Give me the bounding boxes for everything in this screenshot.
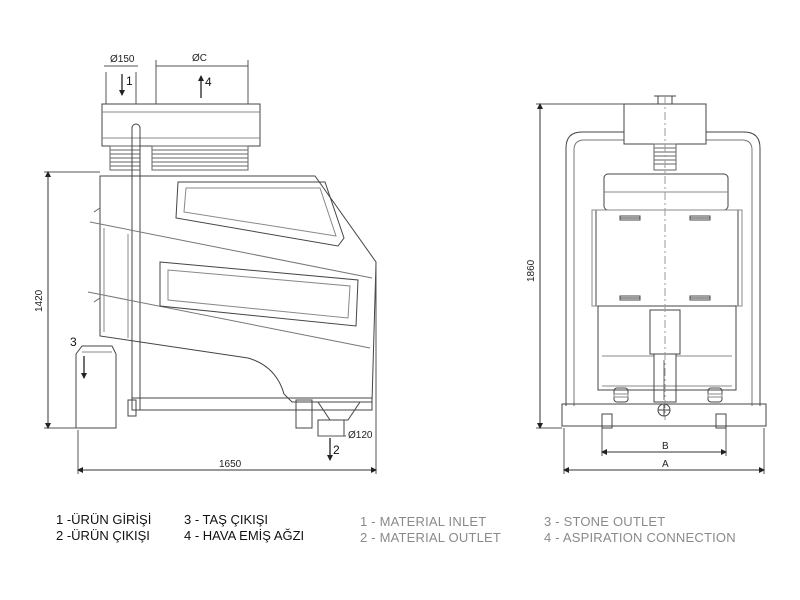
- legend-item: 4 - HAVA EMİŞ AĞZI: [184, 528, 305, 543]
- flow-arrows-side: [81, 74, 333, 461]
- dim-b-label: B: [662, 441, 669, 452]
- bellows-left: [109, 145, 141, 171]
- callout-1: 1: [126, 74, 133, 88]
- lower-body: [597, 305, 737, 391]
- callout-3: 3: [70, 335, 77, 349]
- dim-inlet-diameter: Ø150: [110, 54, 135, 65]
- window-upper: [175, 181, 345, 247]
- dim-height-label: 1420: [34, 289, 45, 312]
- legend-tr-col-2: 3 - TAŞ ÇIKIŞI 4 - HAVA EMİŞ AĞZI: [184, 512, 304, 544]
- material-outlet-pipe: [317, 419, 345, 437]
- callout-4: 4: [205, 75, 212, 89]
- window-lower: [159, 261, 359, 327]
- dim-front-height-label: 1860: [526, 259, 537, 282]
- legend-item: 2 -ÜRÜN ÇIKIŞI: [56, 528, 150, 543]
- machine-body: [99, 175, 377, 403]
- top-inlet-block: [101, 103, 261, 147]
- legend-item: 2 - MATERIAL OUTLET: [360, 530, 502, 545]
- dim-a-label: A: [662, 459, 669, 470]
- legend-item: 4 - ASPIRATION CONNECTION: [544, 530, 736, 545]
- outer-frame: [565, 131, 761, 406]
- legend-tr-col-1: 1 -ÜRÜN GİRİŞİ 2 -ÜRÜN ÇIKIŞI: [56, 512, 151, 544]
- bellows-right: [151, 145, 249, 171]
- dim-aspiration-diameter: ØC: [192, 53, 207, 64]
- front-body: [595, 209, 739, 307]
- inlet-pipe: [131, 123, 141, 410]
- legend-item: 1 -ÜRÜN GİRİŞİ: [56, 512, 152, 527]
- legend-item: 3 - STONE OUTLET: [544, 514, 666, 529]
- legend-item: 3 - TAŞ ÇIKIŞI: [184, 512, 269, 527]
- front-view: [536, 95, 767, 474]
- dim-outlet-diameter: Ø120: [348, 430, 373, 441]
- callout-2: 2: [333, 443, 340, 457]
- legend-item: 1 - MATERIAL INLET: [360, 514, 487, 529]
- legend-en-col-2: 3 - STONE OUTLET 4 - ASPIRATION CONNECTI…: [544, 514, 736, 546]
- base-frame: [131, 397, 373, 411]
- stone-outlet: [75, 345, 117, 429]
- dim-width-label: 1650: [219, 459, 242, 470]
- legend-en-col-1: 1 - MATERIAL INLET 2 - MATERIAL OUTLET: [360, 514, 501, 546]
- side-view: [44, 60, 377, 474]
